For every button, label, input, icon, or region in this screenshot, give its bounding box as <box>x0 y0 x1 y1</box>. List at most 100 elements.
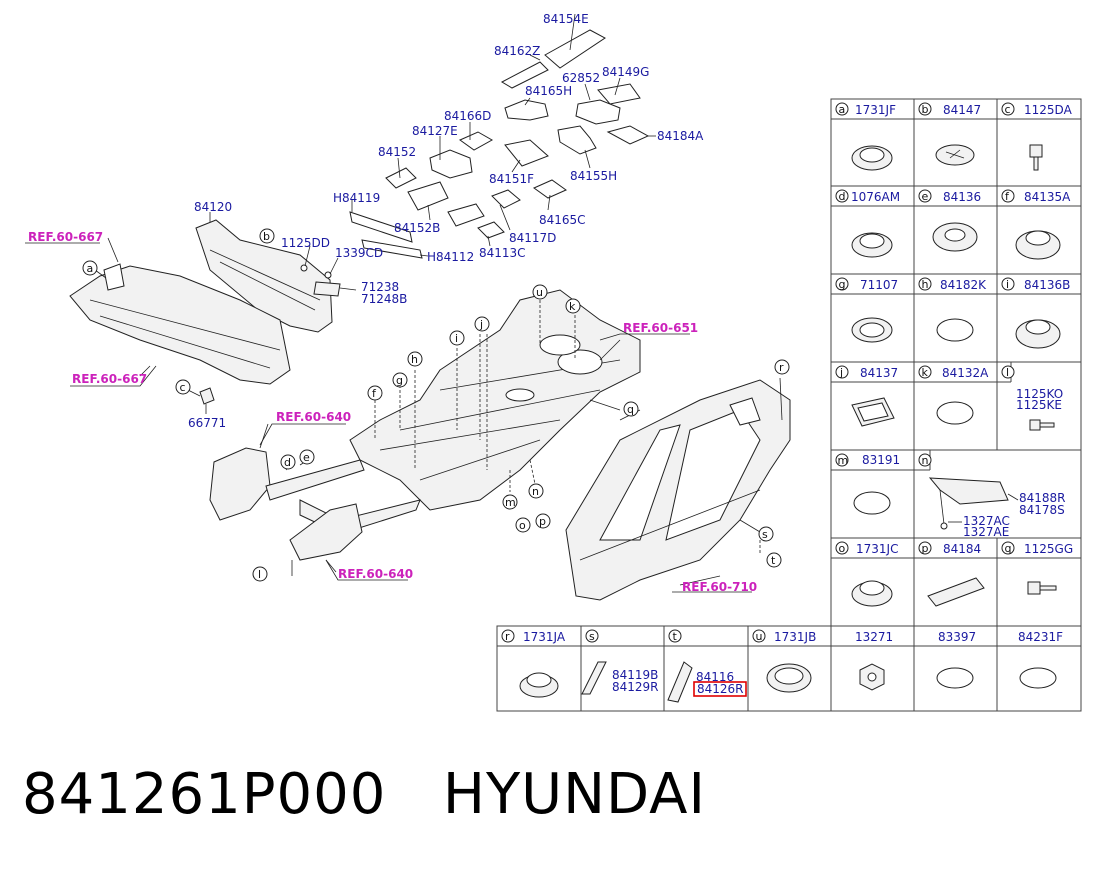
ref-label[interactable]: REF.60-640 <box>276 410 351 424</box>
legend-part-t-1: 84116 <box>696 670 734 684</box>
svg-text:f: f <box>1005 190 1010 203</box>
svg-text:n: n <box>922 454 929 467</box>
svg-text:m: m <box>838 454 849 467</box>
legend-part-h: 84182K <box>940 278 987 292</box>
label-H84119: H84119 <box>333 191 380 205</box>
label-84152B: 84152B <box>394 221 440 235</box>
svg-text:d: d <box>839 190 846 203</box>
legend-part-i: 84136B <box>1024 278 1070 292</box>
callout-t: t <box>766 552 782 568</box>
svg-text:c: c <box>180 381 186 394</box>
callout-m: m <box>502 494 518 510</box>
callout-c: c <box>175 379 191 395</box>
highlight-box <box>693 681 747 697</box>
svg-text:k: k <box>922 366 929 379</box>
legend-part-l-2: 1125KE <box>1016 398 1062 412</box>
ref-label[interactable]: REF.60-651 <box>623 321 698 335</box>
callout-p: p <box>535 513 551 529</box>
svg-text:u: u <box>536 286 543 299</box>
callout-h: h <box>407 351 423 367</box>
callout-q: q <box>623 401 639 417</box>
svg-text:p: p <box>922 542 929 555</box>
svg-text:u: u <box>756 630 763 643</box>
legend-part-m: 83191 <box>862 453 900 467</box>
svg-text:k: k <box>569 300 576 313</box>
label-71248B: 71248B <box>361 292 407 306</box>
label-84152: 84152 <box>378 145 416 159</box>
legend-part-j: 84137 <box>860 366 898 380</box>
label-84184A: 84184A <box>657 129 704 143</box>
label-84165H: 84165H <box>525 84 572 98</box>
floor-panel <box>349 289 641 511</box>
callout-e: e <box>299 449 315 465</box>
svg-text:c: c <box>1005 103 1011 116</box>
svg-text:l: l <box>258 568 261 581</box>
insulation-pads <box>349 13 656 259</box>
ref-label[interactable]: REF.60-667 <box>28 230 103 244</box>
legend-row-bottom: r 1731JA s t u 1731JB 13271 83397 84231F… <box>496 625 1082 712</box>
svg-text:g: g <box>396 374 403 387</box>
legend-part-13271: 13271 <box>855 630 893 644</box>
callout-f: f <box>367 385 383 401</box>
label-1339CD: 1339CD <box>335 246 383 260</box>
svg-text:s: s <box>589 630 595 643</box>
label-66771: 66771 <box>188 416 226 430</box>
callout-g: g <box>392 372 408 388</box>
ref-label[interactable]: REF.60-640 <box>338 567 413 581</box>
svg-text:h: h <box>411 353 418 366</box>
parts-diagram: 84154E 84162Z 62852 84149G 84165H 84166D… <box>25 12 1082 712</box>
label-84155H: 84155H <box>570 169 617 183</box>
label-1125DD: 1125DD <box>281 236 330 250</box>
svg-text:i: i <box>1006 278 1009 291</box>
callout-r: r <box>774 359 790 375</box>
legend-part-p: 84184 <box>943 542 981 556</box>
legend-part-n-4: 1327AE <box>963 525 1009 539</box>
legend-part-d: 1076AM <box>851 190 900 204</box>
label-84120: 84120 <box>194 200 232 214</box>
svg-text:i: i <box>455 332 458 345</box>
legend-part-u: 1731JB <box>774 630 816 644</box>
callout-n: n <box>528 483 544 499</box>
callout-l: l <box>252 566 268 582</box>
ref-label[interactable]: REF.60-667 <box>72 372 147 386</box>
svg-text:a: a <box>87 262 94 275</box>
svg-text:s: s <box>762 528 768 541</box>
part-number: 841261P000 <box>22 762 387 827</box>
svg-text:q: q <box>1005 542 1012 555</box>
legend-part-q: 1125GG <box>1024 542 1073 556</box>
callouts: a b c d e f g h i j k l m n o p q r s t … <box>82 228 790 582</box>
svg-text:d: d <box>284 456 291 469</box>
ref-label[interactable]: REF.60-710 <box>682 580 757 594</box>
label-84149G: 84149G <box>602 65 649 79</box>
cowl-crossmember <box>69 237 291 385</box>
legend-part-s-2: 84129R <box>612 680 659 694</box>
legend-part-l-1: 1125KO <box>1016 387 1063 401</box>
svg-text:r: r <box>779 361 784 374</box>
legend-part-a: 1731JF <box>855 103 896 117</box>
svg-text:t: t <box>673 630 678 643</box>
label-84151F: 84151F <box>489 172 534 186</box>
label-84162Z: 84162Z <box>494 44 540 58</box>
legend-part-f: 84135A <box>1024 190 1071 204</box>
callout-u: u <box>532 284 548 300</box>
callout-b: b <box>259 228 275 244</box>
legend-grid-right: a 1731JF b 84147 c 1125DA d 1076AM e 841… <box>830 98 1082 627</box>
dash-panel <box>195 212 357 333</box>
svg-text:j: j <box>839 366 843 379</box>
callout-j: j <box>474 316 490 332</box>
part-labels: 84154E 84162Z 62852 84149G 84165H 84166D… <box>188 12 704 430</box>
svg-text:g: g <box>839 278 846 291</box>
legend-part-b: 84147 <box>943 103 981 117</box>
brand-name: HYUNDAI <box>442 762 706 827</box>
svg-text:b: b <box>922 103 929 116</box>
callout-k: k <box>565 298 581 314</box>
svg-text:b: b <box>263 230 270 243</box>
callout-s: s <box>758 526 774 542</box>
label-84154E: 84154E <box>543 12 589 26</box>
footer-caption: 841261P000 HYUNDAI <box>22 762 706 827</box>
callout-o: o <box>515 517 531 533</box>
label-84113C: 84113C <box>479 246 526 260</box>
label-84117D: 84117D <box>509 231 556 245</box>
legend-part-k: 84132A <box>942 366 989 380</box>
label-71238: 71238 <box>361 280 399 294</box>
